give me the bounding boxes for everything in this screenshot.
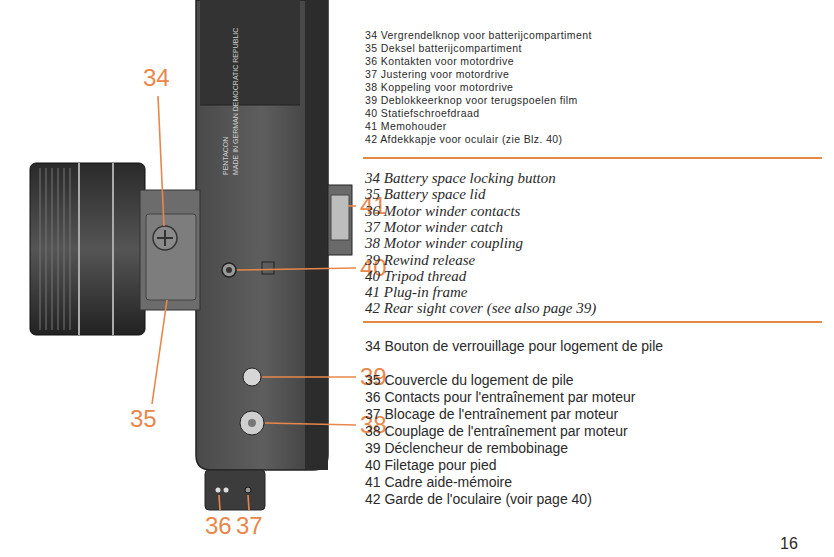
dutch-legend-line: 37 Justering voor motordrive	[365, 69, 509, 81]
french-legend-line: 36 Contacts pour l'entraînement par mote…	[365, 389, 635, 406]
english-legend-line: 36 Motor winder contacts	[365, 203, 520, 220]
callout-number: 36	[205, 514, 232, 538]
english-legend-line: 35 Battery space lid	[365, 186, 485, 203]
french-legend-line: 39 Déclencheur de rembobinage	[365, 440, 568, 457]
french-legend-line: 35 Couvercle du logement de pile	[365, 372, 574, 389]
french-legend-line: 40 Filetage pour pied	[365, 457, 497, 474]
lens-mount	[140, 190, 200, 310]
page-number: 16	[780, 535, 798, 553]
english-legend-line: 39 Rewind release	[365, 252, 475, 269]
dutch-legend-line: 39 Deblokkeerknop voor terugspoelen film	[365, 95, 578, 107]
dutch-legend-line: 36 Kontakten voor motordrive	[365, 56, 514, 68]
dutch-legend-line: 40 Statiefschroefdraad	[365, 108, 479, 120]
dutch-legend-line: 38 Koppeling voor motordrive	[365, 82, 513, 94]
dutch-legend-line: 35 Deksel batterijcompartiment	[365, 43, 522, 55]
top-plate	[200, 0, 300, 105]
french-legend-line: 37 Blocage de l'entraînement par moteur	[365, 406, 618, 423]
english-legend-line: 41 Plug-in frame	[365, 284, 468, 301]
battery-button	[153, 226, 177, 250]
callout-number: 35	[130, 407, 157, 431]
french-legend-line: 38 Couplage de l'entraînement par moteur	[365, 423, 628, 440]
camera-marking: PENTACON	[222, 137, 229, 175]
english-legend-line: 40 Tripod thread	[365, 268, 466, 285]
french-legend-line: 42 Garde de l'oculaire (voir page 40)	[365, 491, 592, 508]
lens-ribs	[40, 168, 70, 330]
english-legend-line: 34 Battery space locking button	[365, 170, 556, 187]
battery-lid	[146, 214, 196, 300]
lens	[30, 163, 145, 335]
dutch-legend-line: 41 Memohouder	[365, 121, 447, 133]
english-legend-line: 42 Rear sight cover (see also page 39)	[365, 300, 596, 317]
callout-number: 37	[236, 514, 263, 538]
rule	[363, 157, 822, 159]
plug-in-frame	[331, 195, 349, 240]
english-legend-line: 37 Motor winder catch	[365, 219, 503, 236]
eyepiece	[328, 185, 352, 255]
leatherette	[305, 0, 328, 470]
french-legend-line: 41 Cadre aide-mémoire	[365, 474, 512, 491]
rule	[363, 321, 822, 323]
camera-marking: MADE IN GERMAN DEMOCRATIC REPUBLIC	[232, 28, 239, 175]
rewind-release	[243, 368, 261, 386]
english-legend-line: 38 Motor winder coupling	[365, 235, 523, 252]
leader-lines	[152, 96, 356, 510]
winder-coupling	[240, 411, 264, 435]
dutch-legend-line: 42 Afdekkapje voor oculair (zie Blz. 40)	[365, 134, 563, 146]
tripod-thread	[222, 263, 236, 277]
french-legend-line: 34 Bouton de verrouillage pour logement …	[365, 338, 685, 355]
dutch-legend-line: 34 Vergrendelknop voor batterijcompartim…	[365, 30, 592, 42]
camera-body	[196, 0, 328, 470]
callout-number: 34	[143, 66, 170, 90]
